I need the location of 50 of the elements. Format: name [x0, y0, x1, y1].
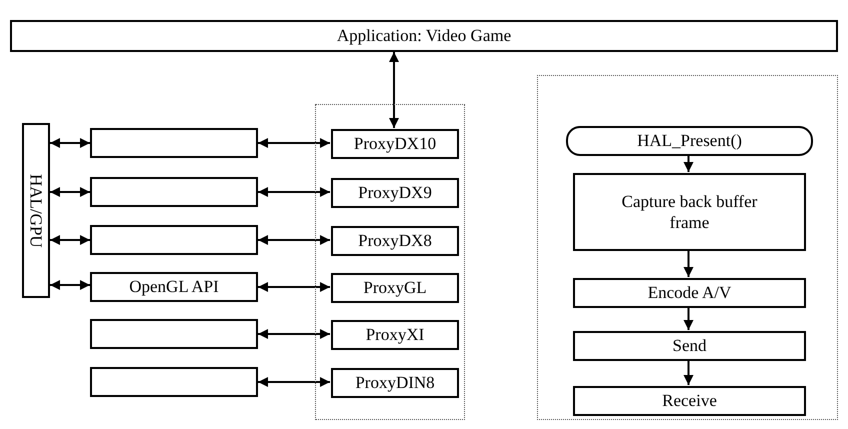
node-label: Application: Video Game — [336, 25, 512, 47]
terminal-box — [566, 126, 813, 156]
dotted-group-frame — [315, 104, 465, 420]
arrow — [258, 138, 330, 148]
process-box — [331, 320, 459, 350]
process-box — [573, 278, 806, 308]
process-box — [90, 272, 258, 302]
node-label: ProxyDX8 — [358, 230, 432, 252]
node-label: HAL/GPU — [26, 174, 47, 248]
dotted-group-frame — [537, 75, 838, 420]
process-box — [573, 331, 806, 361]
arrow — [50, 187, 90, 197]
node-label: Receive — [662, 390, 717, 412]
node-label: ProxyDX9 — [358, 182, 432, 204]
node-label: HAL_Present() — [637, 130, 742, 152]
node-label: Capture back buffer frame — [620, 190, 758, 234]
node-label: ProxyDIN8 — [355, 372, 435, 394]
arrow — [684, 307, 694, 330]
arrow — [258, 235, 330, 245]
process-box — [90, 225, 258, 255]
arrow — [258, 377, 330, 387]
node-label: ProxyDX10 — [354, 133, 436, 155]
process-box — [331, 273, 459, 303]
arrow — [684, 250, 694, 277]
process-box — [331, 178, 459, 208]
arrow — [258, 329, 330, 339]
process-box — [573, 386, 806, 416]
process-box — [331, 368, 459, 398]
node-label: Encode A/V — [648, 282, 732, 304]
node-label: ProxyGL — [363, 277, 427, 299]
process-box — [90, 367, 258, 397]
arrow — [258, 187, 330, 197]
arrow — [258, 282, 330, 292]
process-box — [331, 226, 459, 256]
arrow — [50, 280, 90, 290]
arrow — [50, 138, 90, 148]
arrow — [50, 235, 90, 245]
arrow — [684, 155, 694, 172]
process-box — [22, 123, 50, 298]
process-box — [90, 128, 258, 158]
process-box — [90, 319, 258, 349]
process-box — [573, 173, 806, 251]
arrow — [684, 360, 694, 385]
node-label: ProxyXI — [366, 324, 424, 346]
node-label: Send — [672, 335, 706, 357]
process-box — [10, 20, 838, 52]
arrow — [389, 52, 399, 128]
process-box — [90, 177, 258, 207]
process-box — [331, 129, 459, 159]
node-label: OpenGL API — [129, 276, 219, 298]
